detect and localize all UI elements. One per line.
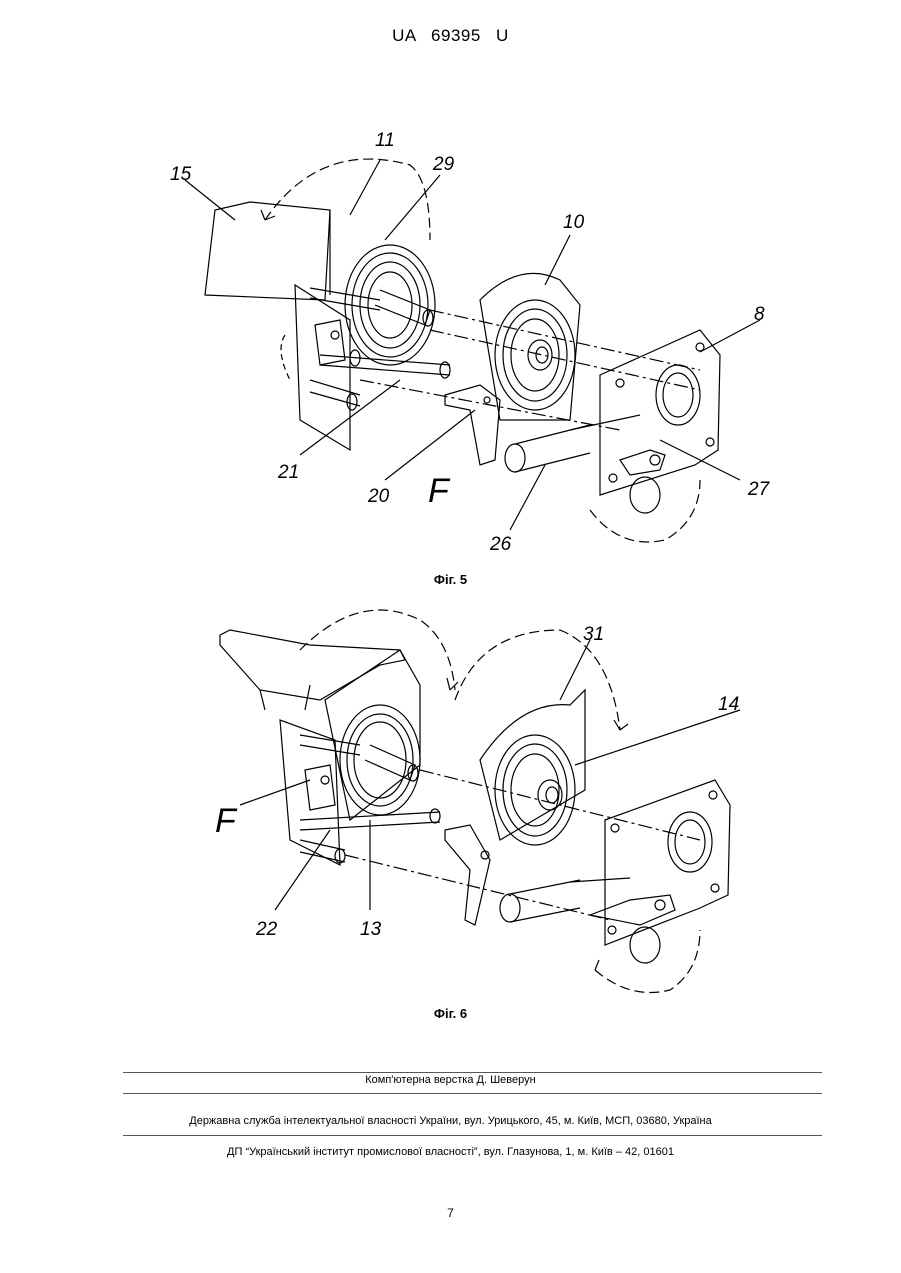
label-F: F <box>428 472 451 510</box>
spring-29-outer <box>345 245 435 365</box>
bracket-left <box>280 720 340 865</box>
label-26: 26 <box>489 534 512 555</box>
page-number: 7 <box>0 1206 901 1220</box>
patent-number-header: UA 69395 U <box>0 26 901 46</box>
institute-address: ДП “Український інститут промислової вла… <box>0 1146 901 1158</box>
office-address: Державна служба інтелектуальної власност… <box>0 1115 901 1127</box>
figure-5: 15 11 29 10 8 21 F 20 26 27 <box>0 120 901 560</box>
label-20: 20 <box>367 486 390 507</box>
knob-27 <box>620 450 665 475</box>
label-11: 11 <box>375 130 395 151</box>
figure-6-caption: Фіг. 6 <box>0 1006 901 1021</box>
figure-5-caption: Фіг. 5 <box>0 572 901 587</box>
label-13: 13 <box>360 919 382 940</box>
label-14: 14 <box>718 694 739 715</box>
spring-14 <box>495 735 575 845</box>
figure-6-drawing: 31 14 F 22 13 <box>0 590 901 1000</box>
label-27: 27 <box>747 479 771 500</box>
roller-26 <box>505 444 525 472</box>
plate-right <box>605 780 730 945</box>
spring-10 <box>495 300 575 410</box>
label-21: 21 <box>277 462 299 483</box>
figure-5-drawing: 15 11 29 10 8 21 F 20 26 27 <box>0 120 901 560</box>
label-F: F <box>215 802 238 840</box>
lever-20 <box>445 385 500 465</box>
label-29: 29 <box>432 154 455 175</box>
layout-credit: Комп'ютерна верстка Д. Шеверун <box>0 1074 901 1086</box>
label-10: 10 <box>563 212 585 233</box>
lever <box>445 825 490 925</box>
label-22: 22 <box>255 919 278 940</box>
figure-6: 31 14 F 22 13 <box>0 590 901 1000</box>
footer-rule-1 <box>123 1072 822 1073</box>
label-15: 15 <box>170 164 192 185</box>
label-8: 8 <box>754 304 765 325</box>
label-31: 31 <box>583 624 604 645</box>
footer-rule-2 <box>123 1093 822 1094</box>
rotation-arrow-arc <box>265 159 430 240</box>
bracket-left <box>295 285 350 450</box>
footer-rule-3 <box>123 1135 822 1136</box>
